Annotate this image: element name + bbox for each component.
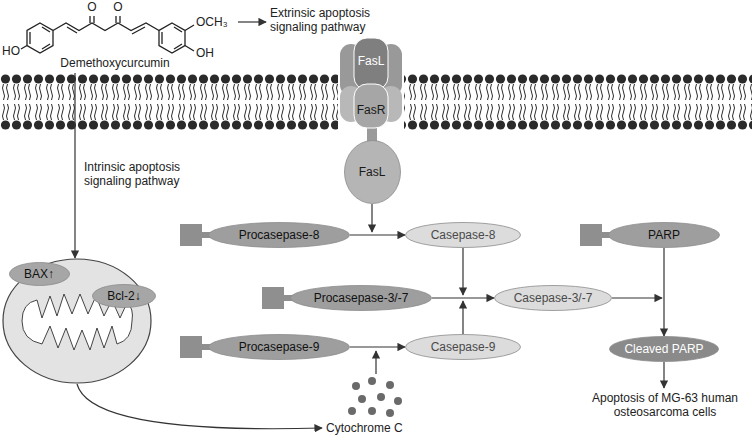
ligand-ellipse: FasL	[344, 140, 401, 204]
atom-label: HO	[2, 44, 22, 58]
protein-ellipse: Bcl-2↓	[92, 284, 156, 308]
ellipse-outline	[344, 141, 400, 204]
outcome-label: Apoptosis of MG-63 human osteosarcoma ce…	[580, 391, 750, 419]
node-text: FasR	[357, 103, 386, 117]
membrane	[0, 74, 338, 130]
atom-label-text: OCH₃	[196, 15, 228, 29]
ellipse-outline	[406, 223, 521, 248]
outer-membrane	[3, 259, 151, 383]
procaspase-ellipse: Procasepase-9	[208, 334, 350, 360]
node-text: PARP	[648, 228, 680, 242]
atom-label: OH	[196, 46, 220, 60]
caspase-ellipse: Casepase-3/-7	[494, 285, 612, 311]
double-bond	[67, 27, 145, 34]
benzene-ring	[159, 23, 185, 53]
ellipse-outline	[209, 223, 350, 248]
product-ellipse: Cleaved PARP	[609, 336, 719, 362]
ellipse-outline	[406, 335, 521, 360]
procaspase-ellipse: Procasepase-3/-7	[290, 285, 432, 311]
ellipse-outline	[291, 286, 432, 311]
cytochrome-dots	[348, 377, 402, 417]
ellipse-outline	[93, 285, 156, 308]
prodomain-tab	[262, 287, 284, 309]
node-text: Procasepase-3/-7	[314, 291, 409, 305]
ellipse-outline	[9, 263, 69, 286]
double-bond	[30, 27, 50, 49]
carbon-chain	[53, 23, 159, 31]
molecule-structure	[21, 16, 194, 53]
substrate-ellipse: PARP	[608, 222, 720, 248]
double-bond	[162, 27, 182, 49]
cleavage-arrow	[612, 297, 662, 298]
procaspase-ellipse: Procasepase-8	[208, 222, 350, 248]
outcome-arrow	[663, 362, 664, 388]
pathway-label: Extrinsic apoptosis signaling pathway	[270, 6, 410, 34]
prodomain-tab	[580, 224, 602, 246]
molecule-label: Cytochrome C	[326, 421, 436, 435]
atom-label: OCH₃	[196, 15, 236, 29]
ellipse-outline	[209, 335, 350, 360]
node-text: Procasepase-9	[239, 340, 320, 354]
node-text: Cleaved PARP	[624, 342, 703, 356]
prodomain-tab	[180, 224, 202, 246]
compound-name: Demethoxycurcumin	[40, 53, 190, 73]
ligand-subunit	[354, 38, 388, 90]
protein-ellipse: BAX↑	[9, 262, 70, 286]
activation-arrow	[375, 351, 376, 374]
activation-arrow	[462, 248, 463, 295]
ligand-trimer: FasL	[336, 38, 406, 84]
substituent-bond	[21, 25, 194, 51]
ellipse-outline	[610, 337, 719, 362]
membrane	[404, 74, 752, 130]
atom-label: O	[86, 0, 98, 14]
atom-label-text: OH	[196, 46, 214, 60]
connector-arrow	[350, 234, 405, 235]
mitochondrion: BAX↑ Bcl-2↓	[2, 258, 152, 384]
ellipse-outline	[609, 223, 720, 248]
outcome-label-text: Apoptosis of MG-63 human osteosarcoma ce…	[592, 391, 738, 419]
node-text: FasL	[359, 165, 386, 179]
connector-arrow	[74, 73, 75, 258]
edge-label-text: Intrinsic apoptosis signaling pathway	[84, 160, 180, 188]
pathway-label-text: Extrinsic apoptosis signaling pathway	[270, 6, 370, 34]
release-curve	[77, 384, 322, 429]
edge-label: Intrinsic apoptosis signaling pathway	[84, 160, 212, 188]
molecule-label-text: Cytochrome C	[326, 421, 403, 435]
atom-label-text: O	[87, 0, 96, 14]
atom-label: O	[112, 0, 124, 14]
node-text: Casepase-9	[431, 340, 496, 354]
activation-arrow	[462, 301, 463, 334]
carbonyl-bond	[90, 16, 120, 23]
benzene-ring	[27, 23, 53, 53]
pathway-arrows	[77, 22, 664, 429]
receptor-trimer: FasR	[336, 92, 406, 128]
caspase-ellipse: Casepase-9	[405, 334, 521, 360]
node-text: Procasepase-8	[239, 228, 320, 242]
node-text: Casepase-3/-7	[514, 291, 593, 305]
prodomain-tab	[180, 336, 202, 358]
activation-arrow	[371, 204, 372, 232]
node-text: Demethoxycurcumin	[60, 56, 169, 70]
extrinsic-arrow	[238, 21, 266, 22]
node-text: Bcl-2↓	[107, 289, 140, 303]
receptor-subunit	[354, 84, 388, 128]
caspase-ellipse: Casepase-8	[405, 222, 521, 248]
ellipse-outline	[495, 286, 612, 311]
connector-arrow	[350, 346, 405, 347]
atom-label-text: HO	[2, 44, 20, 58]
node-text: Casepase-8	[431, 228, 496, 242]
node-text: BAX↑	[24, 267, 54, 281]
connector-arrow	[663, 248, 664, 336]
node-text: FasL	[358, 54, 385, 68]
connector-arrow	[432, 297, 494, 298]
atom-label-text: O	[113, 0, 122, 14]
